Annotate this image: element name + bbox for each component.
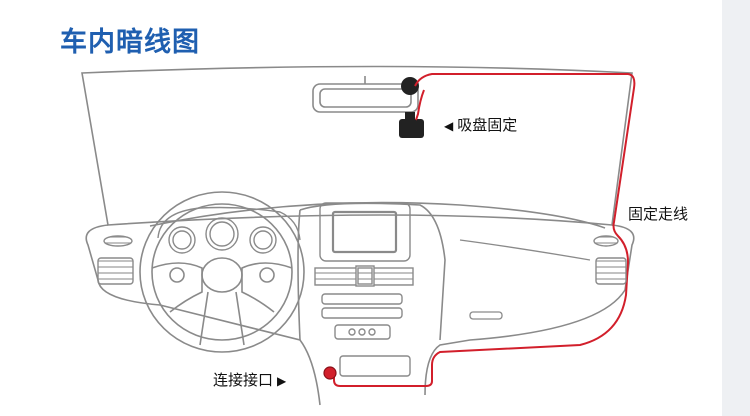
fixed-routing-label: 固定走线 [628,205,689,223]
steering-wheel [139,191,305,353]
right-arrow-marker: ▶ [277,374,287,388]
center-console [314,202,414,377]
suction-mount-label: ◀吸盘固定 [444,114,517,135]
suction-mount-text: 吸盘固定 [457,116,518,134]
windshield [81,65,633,226]
connection-port-text: 连接接口 [213,371,274,389]
connection-port-dot [323,366,337,380]
page-side-strip [722,0,750,416]
air-vents [97,235,627,285]
left-arrow-marker: ◀ [444,119,454,133]
rearview-mirror [312,76,419,113]
dashcam-cable [333,73,636,387]
instrument-cluster [157,206,301,254]
dash-details [459,239,591,320]
connection-port-label: 连接接口▶ [213,369,286,390]
dashcam-mount [399,77,424,138]
diagram-title: 车内暗线图 [60,27,200,58]
